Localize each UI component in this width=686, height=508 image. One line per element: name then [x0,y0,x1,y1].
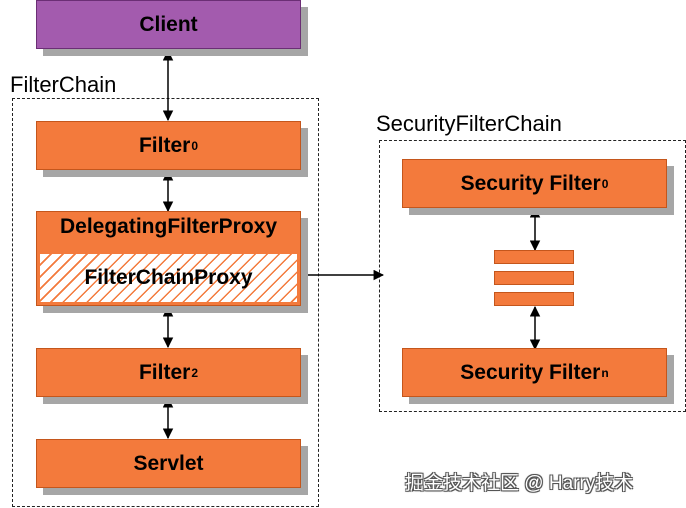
filter-chain-proxy-box: FilterChainProxy [39,253,298,303]
servlet-box: Servlet [36,439,301,488]
security-filter0-label: Security Filter [460,171,601,195]
security-filtern-subscript: n [601,365,609,380]
security-filtern-label: Security Filter [460,360,601,384]
servlet-label: Servlet [133,451,204,475]
security-filter0-subscript: 0 [601,176,609,191]
filter0-label: Filter [138,133,191,157]
filter2-subscript: 2 [191,365,199,380]
filter-chain-label: FilterChain [10,72,117,97]
filter-chain-proxy-label: FilterChainProxy [84,266,253,289]
ellipsis-bar-3 [494,292,574,306]
client-label: Client [139,12,198,36]
security-filter-chain-label: SecurityFilterChain [376,111,562,136]
ellipsis-bar-2 [494,271,574,285]
filter2-label: Filter [138,360,191,384]
delegating-filter-proxy-label: DelegatingFilterProxy [59,215,278,238]
filter0-subscript: 0 [191,138,199,153]
client-box: Client [36,0,301,49]
delegating-filter-proxy-box: DelegatingFilterProxy FilterChainProxy [36,211,301,306]
watermark-text: 掘金技术社区 @ Harry技术 [405,473,634,494]
ellipsis-bar-1 [494,250,574,264]
